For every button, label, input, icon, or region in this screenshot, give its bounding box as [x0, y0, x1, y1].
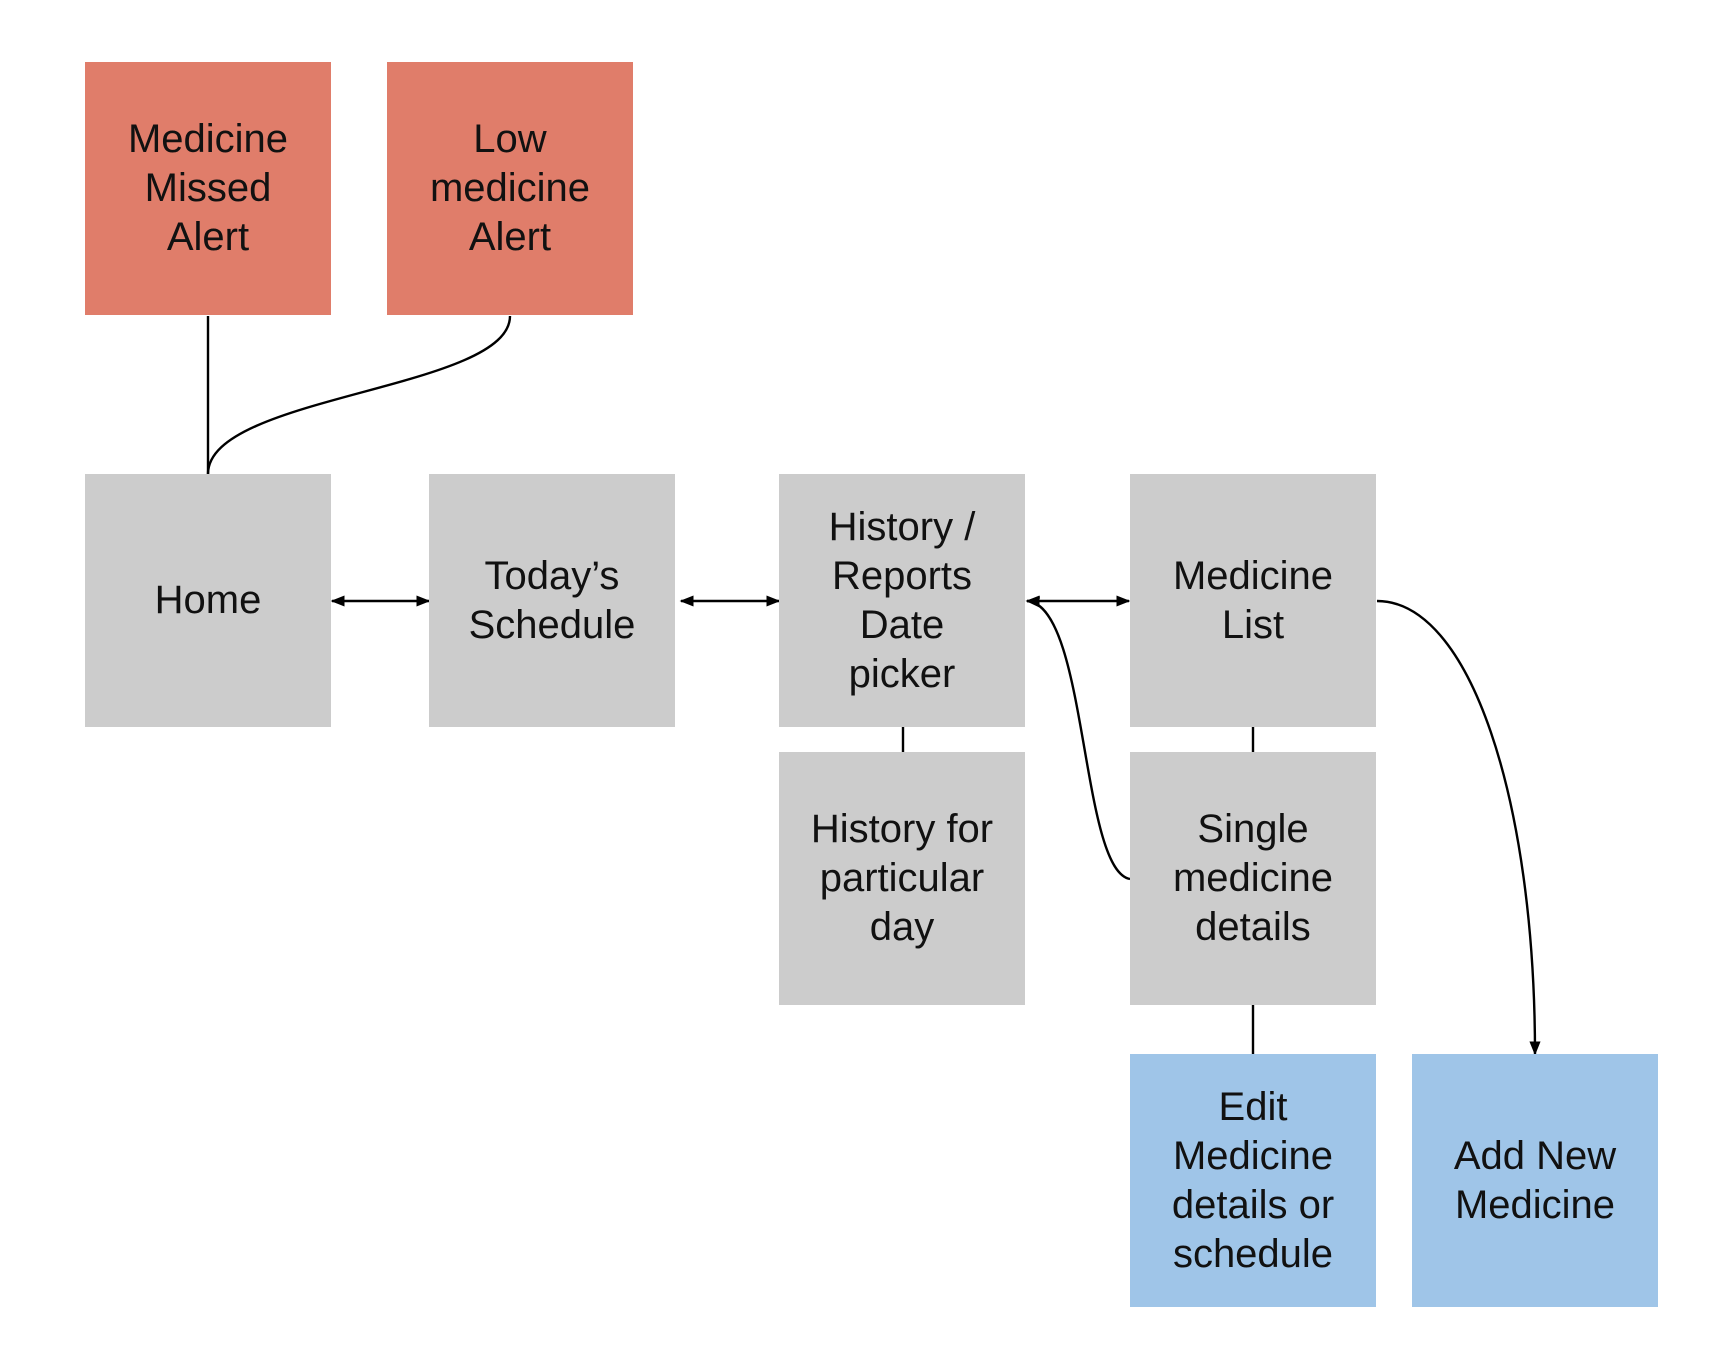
medicine-missed-alert-box[interactable]: Medicine Missed Alert	[85, 62, 331, 315]
medicine-list-box[interactable]: Medicine List	[1130, 474, 1376, 727]
low-medicine-alert-box[interactable]: Low medicine Alert	[387, 62, 633, 315]
history-particular-day-box[interactable]: History for particular day	[779, 752, 1025, 1005]
edge-single-to-history	[1025, 596, 1131, 881]
edit-medicine-box[interactable]: Edit Medicine details or schedule	[1130, 1054, 1376, 1307]
single-medicine-details-box[interactable]: Single medicine details	[1130, 752, 1376, 1005]
edge-medicine-list-to-add	[1376, 599, 1541, 1056]
edge-low-alert-to-home	[206, 315, 512, 475]
todays-schedule-box[interactable]: Today’s Schedule	[429, 474, 675, 727]
history-reports-box[interactable]: History / Reports Date picker	[779, 474, 1025, 727]
home-box[interactable]: Home	[85, 474, 331, 727]
add-new-medicine-box[interactable]: Add New Medicine	[1412, 1054, 1658, 1307]
